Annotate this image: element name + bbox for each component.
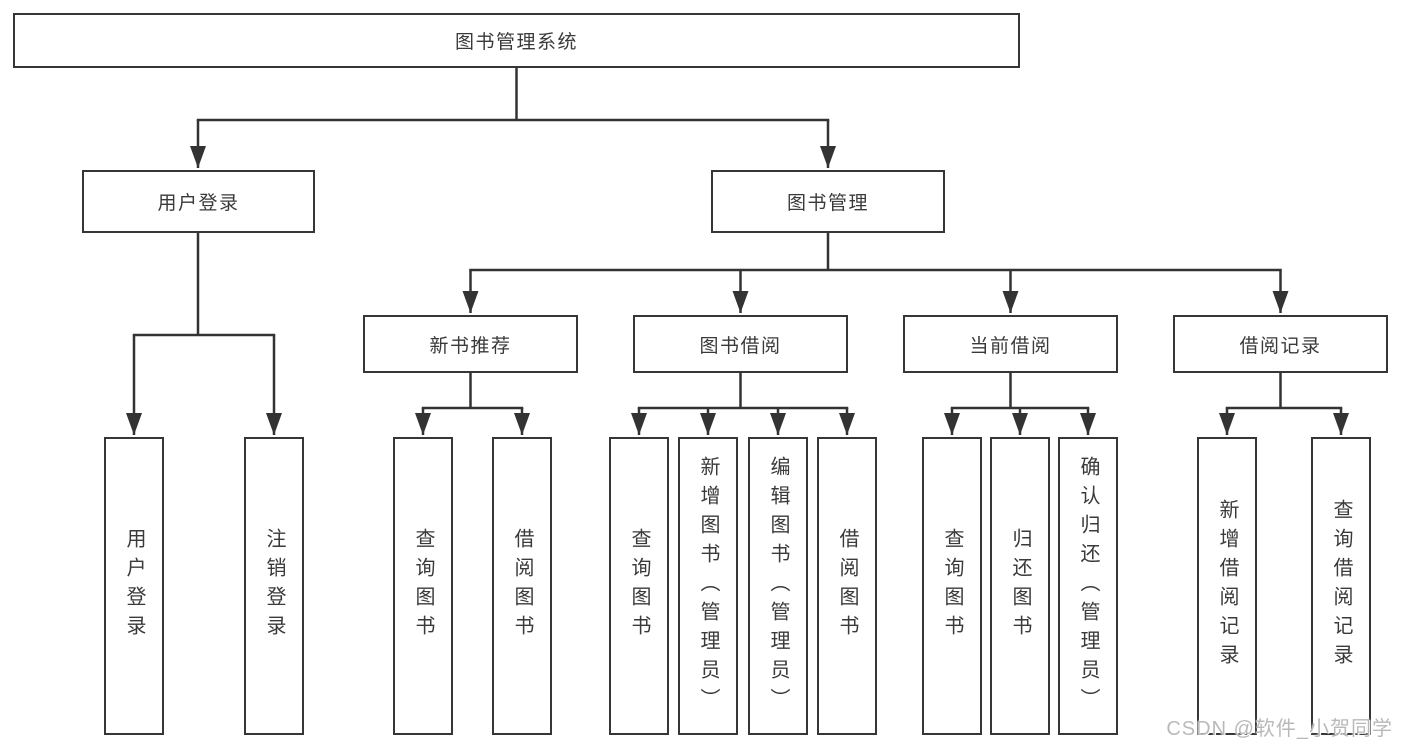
node-label: 用户登录 (123, 528, 145, 644)
node-new-book-recommendation: 新书推荐 (363, 315, 578, 373)
node-label: 用户登录 (157, 193, 240, 214)
node-label: 借阅图书 (511, 528, 533, 644)
node-query-books-borrowing: 查询图书 (609, 437, 669, 735)
node-return-books: 归还图书 (990, 437, 1050, 735)
node-label: 图书管理 (786, 193, 869, 214)
node-label: 注销登录 (263, 528, 285, 644)
node-label: 查询借阅记录 (1330, 499, 1352, 673)
node-query-borrow-record: 查询借阅记录 (1311, 437, 1371, 735)
node-label: 图书管理系统 (454, 32, 578, 53)
node-label: 查询图书 (412, 528, 434, 644)
node-label: 查询图书 (941, 528, 963, 644)
node-user-login: 用户登录 (82, 170, 315, 233)
node-user-login-leaf: 用户登录 (104, 437, 164, 735)
node-book-borrowing: 图书借阅 (633, 315, 848, 373)
node-label: 归还图书 (1009, 528, 1031, 644)
node-label: 编辑图书（管理员） (767, 455, 789, 717)
node-book-management: 图书管理 (711, 170, 945, 233)
node-query-books-current: 查询图书 (922, 437, 982, 735)
node-label: 查询图书 (628, 528, 650, 644)
node-label: 确认归还（管理员） (1077, 455, 1099, 717)
node-add-borrow-record: 新增借阅记录 (1197, 437, 1257, 735)
node-library-management-system: 图书管理系统 (13, 13, 1020, 68)
node-label: 借阅记录 (1239, 335, 1322, 357)
node-confirm-return-admin: 确认归还（管理员） (1058, 437, 1118, 735)
node-borrowing-records: 借阅记录 (1173, 315, 1388, 373)
node-add-books-admin: 新增图书（管理员） (678, 437, 738, 735)
csdn-watermark: CSDN @软件_小贺同学 (1166, 718, 1393, 740)
node-label: 当前借阅 (969, 335, 1052, 357)
node-logout-leaf: 注销登录 (244, 437, 304, 735)
node-current-borrowing: 当前借阅 (903, 315, 1118, 373)
node-borrow-books-recommend: 借阅图书 (492, 437, 552, 735)
node-query-books-recommend: 查询图书 (393, 437, 453, 735)
node-label: 借阅图书 (836, 528, 858, 644)
node-edit-books-admin: 编辑图书（管理员） (748, 437, 808, 735)
node-label: 新增图书（管理员） (697, 455, 719, 717)
node-label: 图书借阅 (699, 335, 782, 357)
node-label: 新增借阅记录 (1216, 499, 1238, 673)
node-label: 新书推荐 (429, 335, 512, 357)
node-borrow-books: 借阅图书 (817, 437, 877, 735)
